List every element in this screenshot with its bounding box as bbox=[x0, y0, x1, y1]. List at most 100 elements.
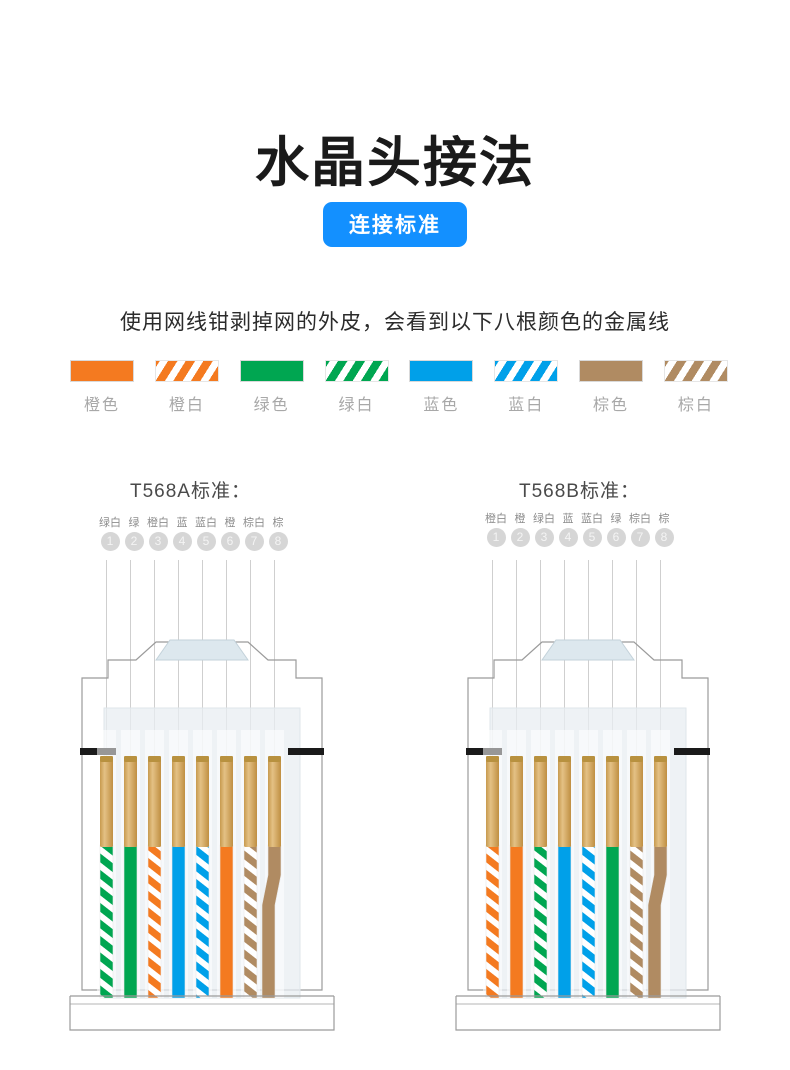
legend-item: 蓝白 bbox=[488, 360, 564, 415]
pin-number: 2 bbox=[122, 532, 146, 551]
pin-color-name: 绿白 bbox=[99, 517, 121, 529]
wire-1-green-striped bbox=[99, 756, 114, 999]
pin-number-badge: 7 bbox=[244, 532, 264, 551]
pin-color-name: 蓝 bbox=[562, 513, 574, 525]
legend-item: 绿色 bbox=[234, 360, 310, 415]
wire-swatch-blue-striped bbox=[494, 360, 559, 382]
wire-4-blue-solid bbox=[171, 756, 186, 999]
pin-number-badge: 6 bbox=[220, 532, 240, 551]
pin-name-row-t568b: 橙白橙绿白蓝蓝白绿棕白棕 bbox=[484, 512, 676, 526]
wire-5-blue-striped bbox=[195, 756, 210, 999]
pin-name-row-t568a: 绿白绿橙白蓝蓝白橙棕白棕 bbox=[98, 516, 290, 530]
heading-t568b: T568B标准： bbox=[519, 481, 640, 502]
pin-number: 6 bbox=[218, 532, 242, 551]
pin-number-badge: 5 bbox=[582, 528, 602, 547]
connector-svg bbox=[455, 560, 721, 1031]
legend-label: 橙白 bbox=[168, 397, 205, 414]
wire-swatch-blue-solid bbox=[409, 360, 474, 382]
wire-5-blue-striped bbox=[581, 756, 596, 999]
pin-color-name: 橙白 bbox=[485, 513, 507, 525]
pin-number-badge: 8 bbox=[654, 528, 674, 547]
wire-6-green-solid bbox=[605, 756, 620, 999]
pin-number-badge: 2 bbox=[124, 532, 144, 551]
wire-7-brown-striped bbox=[629, 756, 644, 999]
rj45-connector-t568b bbox=[416, 560, 760, 1045]
pin-number: 3 bbox=[146, 532, 170, 551]
wire-6-orange-solid bbox=[219, 756, 234, 999]
legend-label: 橙色 bbox=[83, 397, 120, 414]
pin-color-name: 蓝白 bbox=[581, 513, 603, 525]
pin-number: 1 bbox=[484, 528, 508, 547]
wire-8-brown-solid bbox=[647, 756, 668, 999]
legend-item: 蓝色 bbox=[403, 360, 479, 415]
pin-number: 5 bbox=[194, 532, 218, 551]
pin-number: 7 bbox=[628, 528, 652, 547]
pin-number-badge: 1 bbox=[100, 532, 120, 551]
legend-item: 橙色 bbox=[64, 360, 140, 415]
pin-color-name: 蓝 bbox=[176, 517, 188, 529]
legend-item: 棕色 bbox=[573, 360, 649, 415]
pin-number-badge: 4 bbox=[558, 528, 578, 547]
instruction-text: 使用网线钳剥掉网的外皮，会看到以下八根颜色的金属线 bbox=[120, 311, 670, 334]
wire-4-blue-solid bbox=[557, 756, 572, 999]
legend-label: 蓝白 bbox=[508, 397, 545, 414]
wire-8-brown-solid bbox=[261, 756, 282, 999]
pin-color-name: 橙白 bbox=[147, 517, 169, 529]
pin-number-badge: 2 bbox=[510, 528, 530, 547]
pin-number-badge: 3 bbox=[534, 528, 554, 547]
wire-swatch-green-solid bbox=[239, 360, 304, 382]
pin-number-badge: 5 bbox=[196, 532, 216, 551]
badge-container: 连接标准 bbox=[0, 202, 790, 247]
pin-number-badge: 6 bbox=[606, 528, 626, 547]
pin-color-name: 棕 bbox=[658, 513, 670, 525]
pin-color-name: 棕 bbox=[272, 517, 284, 529]
legend-label: 绿色 bbox=[253, 397, 290, 414]
pin-number: 8 bbox=[652, 528, 676, 547]
pin-number: 4 bbox=[170, 532, 194, 551]
pin-number-badge: 8 bbox=[268, 532, 288, 551]
pin-number-badge: 7 bbox=[630, 528, 650, 547]
legend-item: 棕白 bbox=[658, 360, 734, 415]
wire-7-brown-striped bbox=[243, 756, 258, 999]
wire-swatch-brown-striped bbox=[663, 360, 728, 382]
legend-label: 绿白 bbox=[338, 397, 375, 414]
pin-color-name: 蓝白 bbox=[195, 517, 217, 529]
pin-number-badge: 3 bbox=[148, 532, 168, 551]
pin-number: 3 bbox=[532, 528, 556, 547]
pin-color-name: 橙 bbox=[514, 513, 526, 525]
connector-svg bbox=[69, 560, 335, 1031]
wire-2-orange-solid bbox=[509, 756, 524, 999]
wire-swatch-brown-solid bbox=[579, 360, 644, 382]
legend-item: 绿白 bbox=[319, 360, 395, 415]
pin-number: 5 bbox=[580, 528, 604, 547]
heading-t568a: T568A标准： bbox=[130, 481, 251, 502]
legend-label: 棕白 bbox=[677, 397, 714, 414]
wire-swatch-orange-striped bbox=[154, 360, 219, 382]
wire-swatch-green-striped bbox=[324, 360, 389, 382]
pin-color-name: 橙 bbox=[224, 517, 236, 529]
wire-1-orange-striped bbox=[485, 756, 500, 999]
pin-number: 7 bbox=[242, 532, 266, 551]
pin-color-name: 绿 bbox=[610, 513, 622, 525]
legend-item: 橙白 bbox=[149, 360, 225, 415]
wire-3-orange-striped bbox=[147, 756, 162, 999]
rj45-connector-t568a bbox=[30, 560, 374, 1045]
pin-number: 2 bbox=[508, 528, 532, 547]
pin-number: 4 bbox=[556, 528, 580, 547]
wire-color-legend: 橙色 橙白 绿色 绿白 蓝色 蓝白 棕色棕白 bbox=[64, 360, 734, 415]
pin-color-name: 绿白 bbox=[533, 513, 555, 525]
page-title: 水晶头接法 bbox=[255, 133, 535, 194]
legend-label: 蓝色 bbox=[423, 397, 460, 414]
pin-color-name: 棕白 bbox=[629, 513, 651, 525]
pin-number-badge: 4 bbox=[172, 532, 192, 551]
wire-2-green-solid bbox=[123, 756, 138, 999]
pin-number-badge: 1 bbox=[486, 528, 506, 547]
wire-3-green-striped bbox=[533, 756, 548, 999]
pin-number: 6 bbox=[604, 528, 628, 547]
pin-number: 1 bbox=[98, 532, 122, 551]
